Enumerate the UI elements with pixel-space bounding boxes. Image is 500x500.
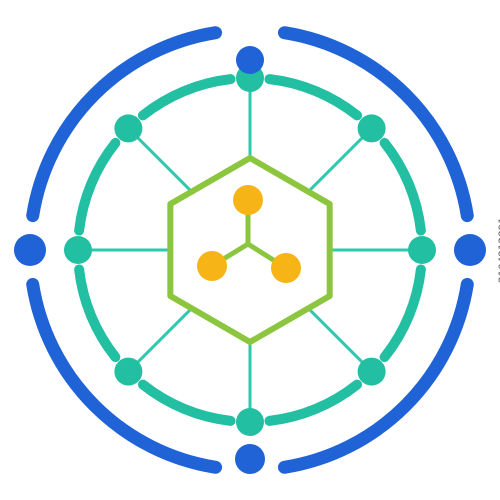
inner-node xyxy=(357,357,386,386)
inner-ring-arc xyxy=(379,264,426,363)
inner-node xyxy=(357,114,386,143)
outer-ring-arc xyxy=(26,277,223,474)
inner-ring xyxy=(74,74,426,426)
outer-ring-arc xyxy=(277,277,474,474)
inner-node xyxy=(64,236,92,264)
atom xyxy=(197,251,227,281)
spoke xyxy=(136,136,192,192)
inner-ring-arc xyxy=(74,137,121,236)
inner-node xyxy=(408,236,436,264)
atom xyxy=(271,253,301,283)
inner-node xyxy=(114,357,143,386)
outer-node xyxy=(14,234,46,266)
hexagon-frame xyxy=(167,155,333,345)
outer-node xyxy=(235,444,265,474)
inner-node xyxy=(114,114,143,143)
inner-ring-arc xyxy=(264,379,363,426)
atom xyxy=(233,185,263,215)
inner-ring-arc xyxy=(379,137,426,236)
outer-node xyxy=(454,234,486,266)
inner-ring-arc xyxy=(137,74,236,121)
inner-node xyxy=(236,408,264,436)
spoke xyxy=(136,308,192,364)
molecule xyxy=(197,185,301,283)
outer-ring xyxy=(26,26,474,474)
outer-ring-arc xyxy=(26,26,223,223)
inner-ring-arc xyxy=(74,264,121,363)
outer-ring-arc xyxy=(277,26,474,223)
inner-ring-arc xyxy=(137,379,236,426)
spoke xyxy=(308,136,364,192)
outer-node xyxy=(236,46,264,74)
spokes xyxy=(90,90,410,410)
inner-ring-arc xyxy=(264,74,363,121)
outer-ring-nodes xyxy=(14,46,486,474)
spoke xyxy=(308,308,364,364)
